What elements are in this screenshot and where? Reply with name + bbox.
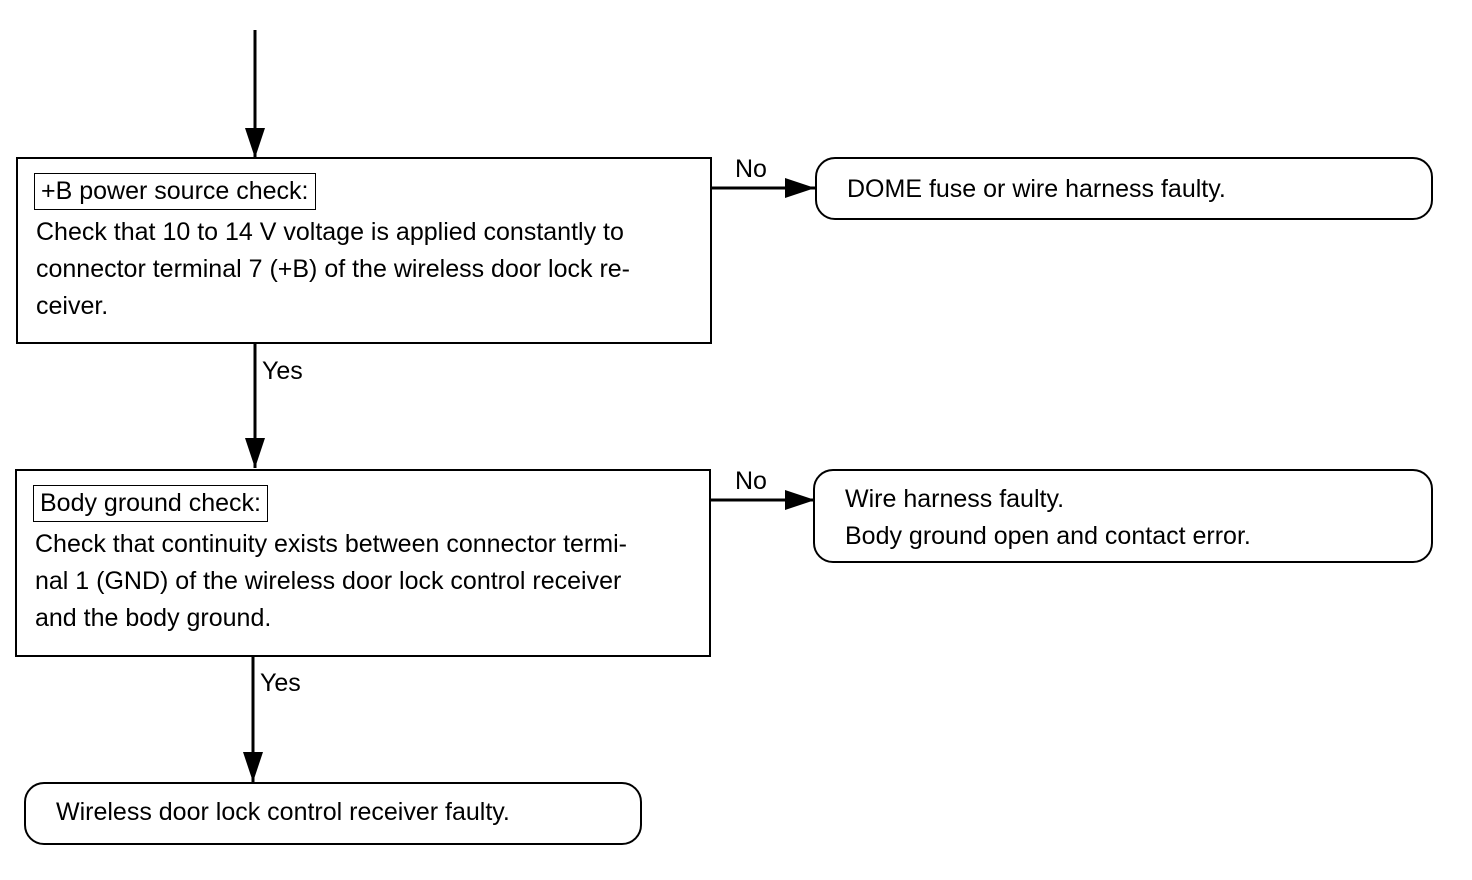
dome-fuse-result-box: DOME fuse or wire harness faulty. (815, 157, 1433, 220)
check1-yes-label: Yes (262, 357, 303, 385)
power-source-check-body: Check that 10 to 14 V voltage is applied… (36, 218, 630, 320)
power-source-check-box: +B power source check: Check that 10 to … (16, 157, 712, 344)
body-ground-check-title: Body ground check: (33, 485, 268, 522)
body-ground-check-box: Body ground check: Check that continuity… (15, 469, 711, 657)
body-ground-check-body: Check that continuity exists between con… (35, 530, 627, 632)
receiver-faulty-result-box: Wireless door lock control receiver faul… (24, 782, 642, 845)
wire-harness-result-box: Wire harness faulty. Body ground open an… (813, 469, 1433, 563)
power-source-check-title: +B power source check: (34, 173, 316, 210)
check1-no-label: No (735, 155, 767, 183)
check2-no-label: No (735, 467, 767, 495)
check2-yes-label: Yes (260, 669, 301, 697)
